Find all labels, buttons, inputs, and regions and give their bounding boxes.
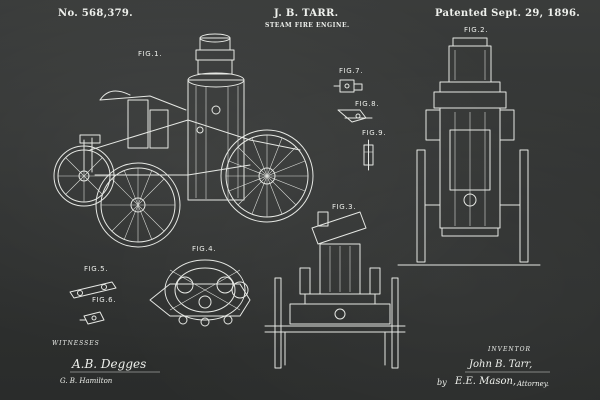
fig3-section-drawing — [264, 211, 406, 369]
inventor-label: INVENTOR — [488, 346, 532, 353]
fig9-label: FIG.9. — [362, 129, 387, 137]
fig5-label: FIG.5. — [84, 265, 109, 273]
fig5-detail-drawing — [69, 281, 117, 299]
fig4-pump-plan-drawing — [149, 259, 251, 327]
fig1-steam-engine-drawing — [53, 33, 314, 248]
fig2-label: FIG.2. — [464, 26, 489, 34]
fig3-label: FIG.3. — [332, 203, 357, 211]
fig8-detail-drawing — [337, 109, 373, 123]
fig2-front-elevation-drawing — [397, 37, 541, 266]
inventor-name-header: J. B. TARR. — [274, 8, 339, 19]
fig1-label: FIG.1. — [138, 50, 163, 58]
fig6-label: FIG.6. — [92, 296, 117, 304]
witness-signature-2: G. B. Hamilton — [60, 377, 113, 385]
inventor-signature: John B. Tarr, — [469, 359, 533, 370]
fig7-label: FIG.7. — [339, 67, 364, 75]
fig6-detail-drawing — [79, 311, 105, 325]
fig8-label: FIG.8. — [355, 100, 380, 108]
fig9-detail-drawing — [363, 139, 374, 171]
attorney-signature: E.E. Mason, — [455, 376, 517, 387]
attorney-prefix: by — [437, 378, 447, 387]
patent-date: Patented Sept. 29, 1896. — [435, 8, 580, 19]
drawing-title: STEAM FIRE ENGINE. — [265, 22, 350, 29]
witness-signature-1: A.B. Degges — [72, 357, 147, 371]
fig7-detail-drawing — [333, 79, 363, 93]
witnesses-label: WITNESSES — [52, 340, 100, 347]
attorney-suffix: Attorney. — [517, 380, 550, 388]
fig4-label: FIG.4. — [192, 245, 217, 253]
patent-number: No. 568,379. — [58, 8, 133, 19]
